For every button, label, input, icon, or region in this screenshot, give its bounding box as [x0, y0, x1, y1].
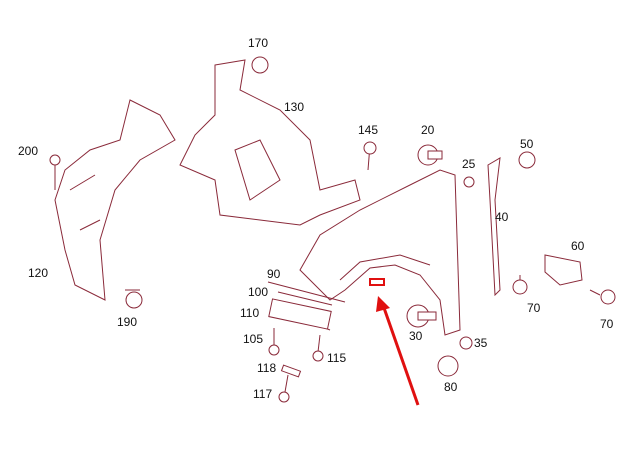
callout-105[interactable]: 105 [243, 332, 264, 346]
callout-35[interactable]: 35 [474, 336, 488, 350]
callout-117[interactable]: 117 [253, 387, 273, 401]
callout-200[interactable]: 200 [18, 144, 39, 158]
callout-90[interactable]: 90 [267, 267, 281, 281]
part-130-liner [179, 59, 361, 226]
callout-60[interactable]: 60 [571, 239, 585, 253]
callout-145[interactable]: 145 [358, 123, 379, 137]
callout-130[interactable]: 130 [284, 100, 305, 114]
callout-100[interactable]: 100 [248, 285, 269, 299]
callout-30[interactable]: 30 [409, 329, 423, 343]
callout-170[interactable]: 170 [248, 36, 269, 50]
callout-70-left[interactable]: 70 [527, 301, 541, 315]
callout-115[interactable]: 115 [327, 351, 347, 365]
part-120-liner [54, 99, 176, 301]
callout-190[interactable]: 190 [117, 315, 138, 329]
part-fender [299, 169, 461, 336]
indicator-arrow [381, 304, 420, 406]
callout-70-right[interactable]: 70 [600, 317, 614, 331]
callout-120[interactable]: 120 [28, 266, 49, 280]
callout-118[interactable]: 118 [257, 361, 277, 375]
callout-20[interactable]: 20 [421, 123, 435, 137]
callout-25[interactable]: 25 [462, 157, 476, 171]
callout-110[interactable]: 110 [240, 306, 260, 320]
callout-50[interactable]: 50 [520, 137, 534, 151]
callout-80[interactable]: 80 [444, 380, 458, 394]
callout-40[interactable]: 40 [495, 210, 509, 224]
fasteners [49, 56, 616, 403]
highlighted-location-marker[interactable] [369, 278, 385, 286]
part-60-bracket [544, 254, 583, 286]
part-40-strip [487, 157, 501, 297]
